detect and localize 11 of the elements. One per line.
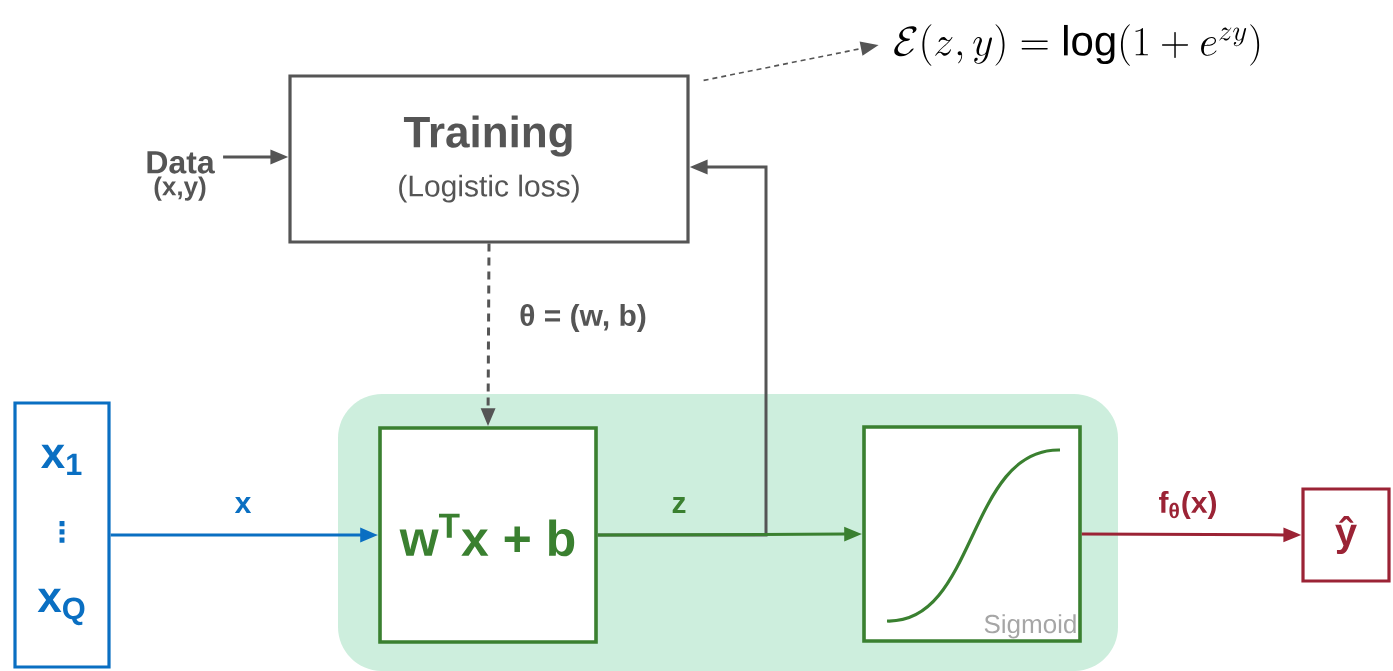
linear-function-box: w$^{T}$x + b <box>378 426 598 644</box>
edge-label: f$_{θ}$(x) <box>1159 491 1216 519</box>
edge-label: x <box>234 497 252 513</box>
formula: $\mathcal{E}(z, y) = \log(1 + e^{zy})$ <box>894 24 1260 66</box>
sigmoid-box: Sigmoid <box>862 425 1082 643</box>
output-box: ŷ <box>1301 487 1391 583</box>
edge-label: z <box>672 497 686 513</box>
edge-label: θ = (w, b) <box>520 304 646 332</box>
data-label: Data (x,y) <box>147 151 215 201</box>
input-vector-box: x$_{1}$ ⋮ x$_{Q}$ <box>13 401 111 669</box>
process-box: Training (Logistic loss) <box>288 74 690 244</box>
